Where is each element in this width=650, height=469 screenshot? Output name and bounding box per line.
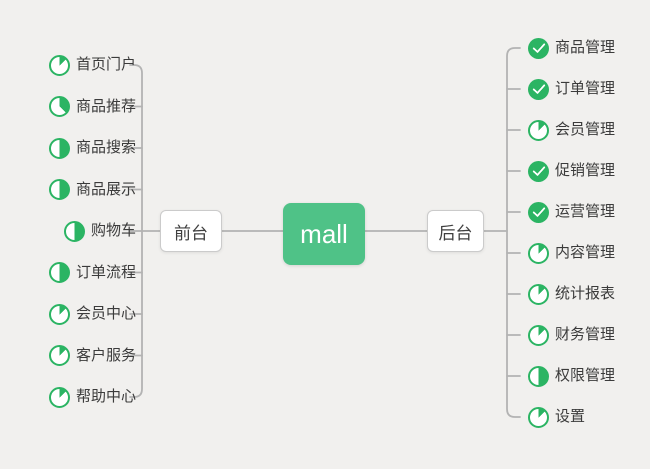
topic-product-management[interactable]: 商品管理 <box>528 37 615 59</box>
topic-member-center[interactable]: 会员中心 <box>48 303 136 325</box>
topic-shopping-cart[interactable]: 购物车 <box>63 220 136 242</box>
branch-label: 后台 <box>438 223 473 243</box>
topic-label: 权限管理 <box>555 367 616 384</box>
task-progress-icon <box>48 54 70 76</box>
task-progress-icon <box>48 345 70 366</box>
topic-label: 订单管理 <box>555 80 616 97</box>
topic-label: 商品展示 <box>75 180 136 198</box>
topic-home-portal[interactable]: 首页门户 <box>48 54 136 76</box>
root-node-mall[interactable]: mall <box>283 203 365 265</box>
branch-label: 前台 <box>174 223 208 243</box>
topic-label: 会员中心 <box>75 305 136 322</box>
task-progress-icon <box>48 96 70 117</box>
topic-label: 商品管理 <box>555 39 616 56</box>
topic-label: 内容管理 <box>555 244 616 261</box>
topic-label: 财务管理 <box>555 326 616 343</box>
task-progress-icon <box>528 365 549 387</box>
task-progress-icon <box>48 303 70 325</box>
topic-customer-service[interactable]: 客户服务 <box>48 345 136 367</box>
topic-finance-management[interactable]: 财务管理 <box>528 324 615 346</box>
topic-product-recommendation[interactable]: 商品推荐 <box>48 96 136 118</box>
topic-order-management[interactable]: 订单管理 <box>528 78 615 100</box>
topic-settings[interactable]: 设置 <box>528 406 585 428</box>
frontend-branch-topics: 首页门户 商品推荐 商品搜索 商品展示 购物车 订单流程 会员中心 客户服务 <box>0 54 136 408</box>
task-progress-icon <box>48 262 70 283</box>
topic-label: 订单流程 <box>75 263 136 281</box>
topic-permission-management[interactable]: 权限管理 <box>528 365 615 387</box>
task-progress-icon <box>528 324 549 346</box>
topic-member-management[interactable]: 会员管理 <box>528 119 615 141</box>
topic-label: 商品搜索 <box>75 139 136 156</box>
task-progress-icon <box>528 119 549 141</box>
task-progress-icon <box>63 220 85 242</box>
topic-promotion-management[interactable]: 促销管理 <box>528 160 615 182</box>
topic-label: 设置 <box>555 408 586 425</box>
topic-statistics-report[interactable]: 统计报表 <box>528 283 615 305</box>
branch-node-backend[interactable]: 后台 <box>427 210 484 252</box>
topic-order-flow[interactable]: 订单流程 <box>48 262 136 284</box>
topic-label: 购物车 <box>90 222 136 239</box>
topic-label: 首页门户 <box>75 56 136 73</box>
task-progress-icon <box>528 283 549 305</box>
task-done-icon <box>528 201 549 223</box>
task-done-icon <box>528 78 549 100</box>
topic-help-center[interactable]: 帮助中心 <box>48 386 136 408</box>
branch-node-frontend[interactable]: 前台 <box>160 210 222 252</box>
topic-label: 促销管理 <box>555 162 616 179</box>
topic-label: 客户服务 <box>75 346 136 364</box>
task-progress-icon <box>48 137 70 159</box>
task-done-icon <box>528 160 549 182</box>
topic-label: 运营管理 <box>555 203 616 220</box>
root-label: mall <box>300 218 348 249</box>
task-progress-icon <box>48 386 70 408</box>
task-progress-icon <box>528 242 549 264</box>
topic-product-display[interactable]: 商品展示 <box>48 179 136 201</box>
topic-product-search[interactable]: 商品搜索 <box>48 137 136 159</box>
backend-branch-topics: 商品管理 订单管理 会员管理 促销管理 运营管理 内容管理 统计报表 财务管理 <box>528 37 615 428</box>
topic-label: 统计报表 <box>555 285 616 302</box>
topic-operation-management[interactable]: 运营管理 <box>528 201 615 223</box>
topic-content-management[interactable]: 内容管理 <box>528 242 615 264</box>
task-progress-icon <box>48 179 70 200</box>
topic-label: 会员管理 <box>555 121 616 138</box>
topic-label: 帮助中心 <box>75 388 136 405</box>
topic-label: 商品推荐 <box>75 97 136 115</box>
task-done-icon <box>528 37 549 59</box>
task-progress-icon <box>528 406 549 428</box>
